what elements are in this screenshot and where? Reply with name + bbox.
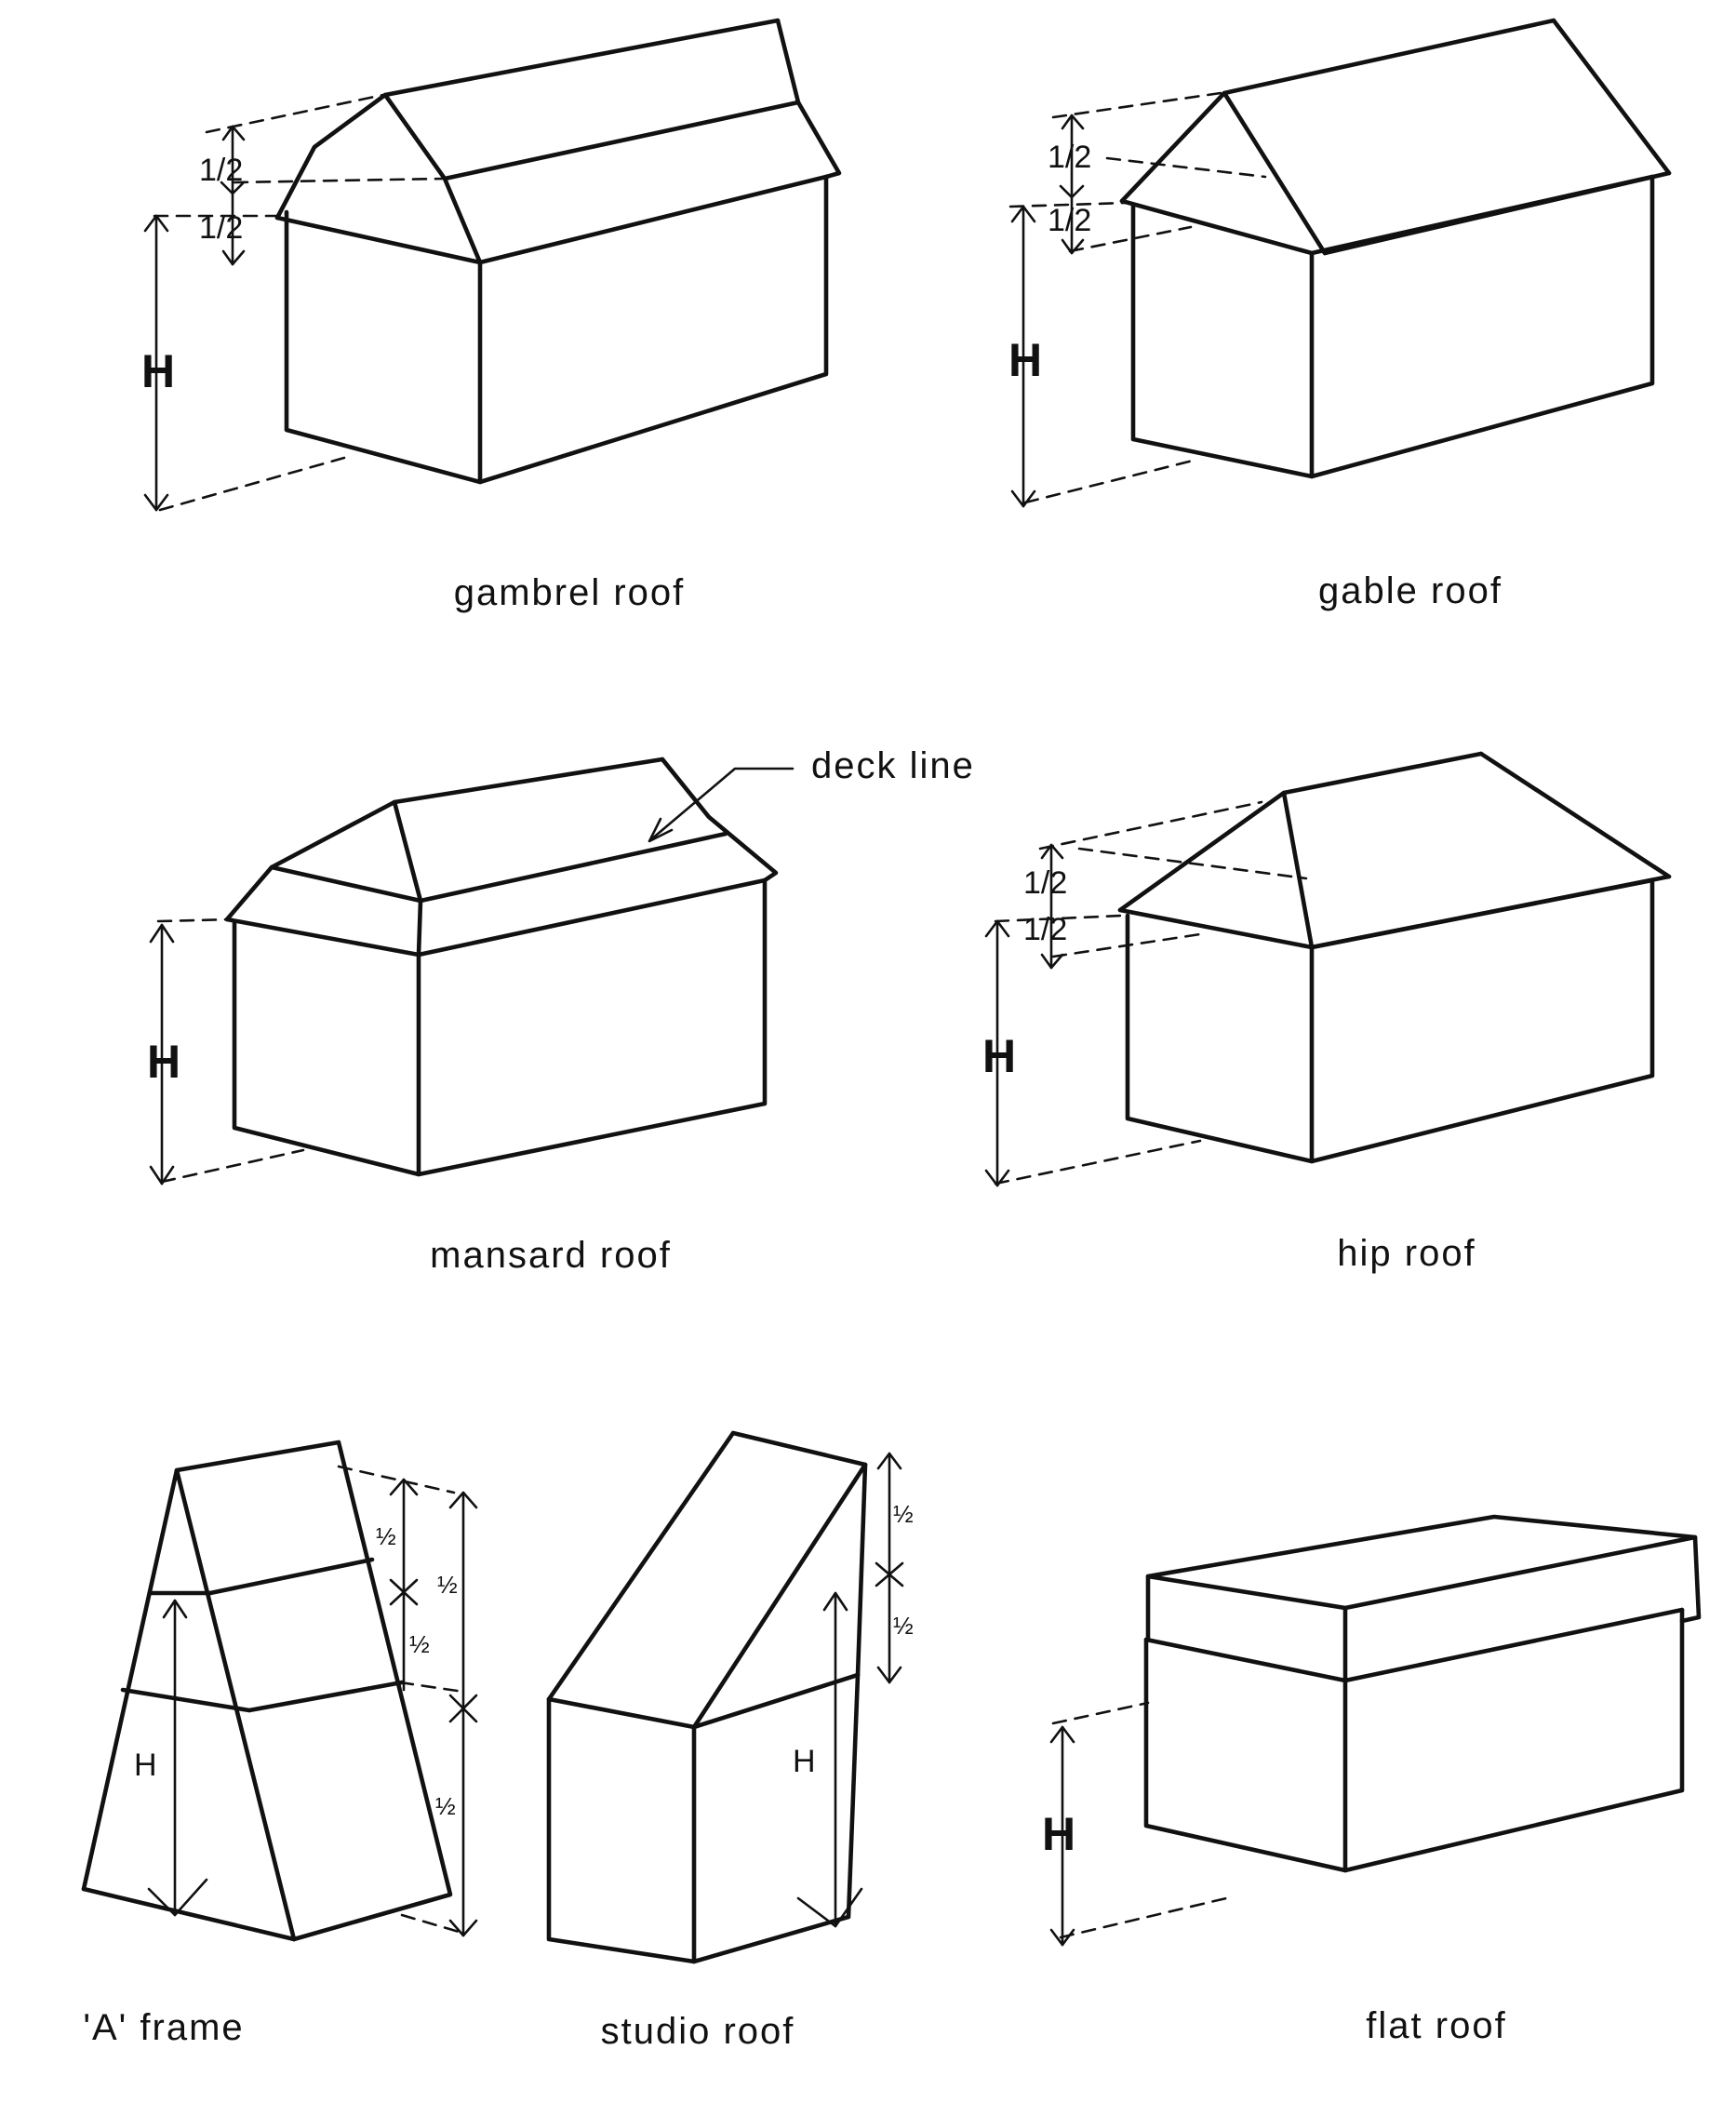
studio-building-outline (546, 1430, 868, 1964)
gambrel-upper-half-label: 1/2 (199, 153, 243, 188)
hip-roof-figure: 1/2 1/2 H hip roof (982, 751, 1672, 1274)
mansard-dimension-lines (149, 918, 305, 1185)
a-frame-dimension-lines (147, 1465, 478, 1937)
gable-roof-figure: 1/2 1/2 H gable roof (1008, 18, 1672, 611)
gable-dimension-lines (1008, 91, 1267, 508)
gambrel-roof-figure: 1/2 1/2 H gambrel roof (141, 18, 842, 613)
mansard-building-outline (224, 757, 779, 1177)
gambrel-dimension-lines (143, 93, 445, 512)
mansard-deck-line-leader (648, 767, 795, 843)
a-frame-half-label-4: ½ (435, 1792, 456, 1820)
hip-lower-half-label: 1/2 (1023, 912, 1067, 947)
flat-roof-caption: flat roof (1366, 2005, 1506, 2046)
gable-height-label: H (1008, 334, 1042, 386)
a-frame-half-label-1: ½ (376, 1522, 396, 1550)
deck-line-label: deck line (811, 745, 975, 786)
gambrel-height-label: H (141, 345, 175, 397)
hip-dimension-lines (984, 800, 1308, 1187)
gable-lower-half-label: 1/2 (1048, 203, 1091, 238)
a-frame-height-label: H (134, 1748, 157, 1783)
gambrel-roof-caption: gambrel roof (454, 572, 686, 613)
mansard-roof-caption: mansard roof (430, 1235, 672, 1276)
flat-roof-figure: H flat roof (1042, 1514, 1702, 2046)
mansard-height-label: H (147, 1036, 180, 1088)
gable-roof-caption: gable roof (1318, 570, 1502, 611)
a-frame-building-outline (81, 1440, 453, 1942)
a-frame-figure: H ½ ½ ½ ½ 'A' frame (81, 1440, 478, 2048)
hip-height-label: H (982, 1030, 1016, 1082)
hip-upper-half-label: 1/2 (1023, 865, 1067, 901)
flat-dimension-lines (1049, 1701, 1228, 1947)
a-frame-caption: 'A' frame (83, 2007, 244, 2048)
flat-height-label: H (1042, 1808, 1075, 1860)
gambrel-lower-half-label: 1/2 (199, 210, 243, 246)
flat-building-outline (1143, 1514, 1702, 1873)
gambrel-building-outline (274, 18, 842, 485)
studio-upper-half-label: ½ (893, 1500, 914, 1528)
a-frame-half-label-2: ½ (437, 1571, 458, 1599)
mansard-roof-figure: deck line H mansard roof (147, 745, 975, 1276)
hip-building-outline (1117, 751, 1672, 1164)
gable-upper-half-label: 1/2 (1048, 140, 1091, 175)
studio-lower-half-label: ½ (893, 1612, 914, 1640)
hip-roof-caption: hip roof (1337, 1233, 1476, 1274)
studio-height-label: H (793, 1744, 816, 1779)
gable-building-outline (1119, 18, 1672, 479)
studio-roof-figure: H ½ ½ studio roof (546, 1430, 914, 2052)
studio-roof-caption: studio roof (601, 2011, 795, 2052)
a-frame-half-label-3: ½ (409, 1630, 430, 1658)
studio-dimension-lines (796, 1452, 904, 1928)
